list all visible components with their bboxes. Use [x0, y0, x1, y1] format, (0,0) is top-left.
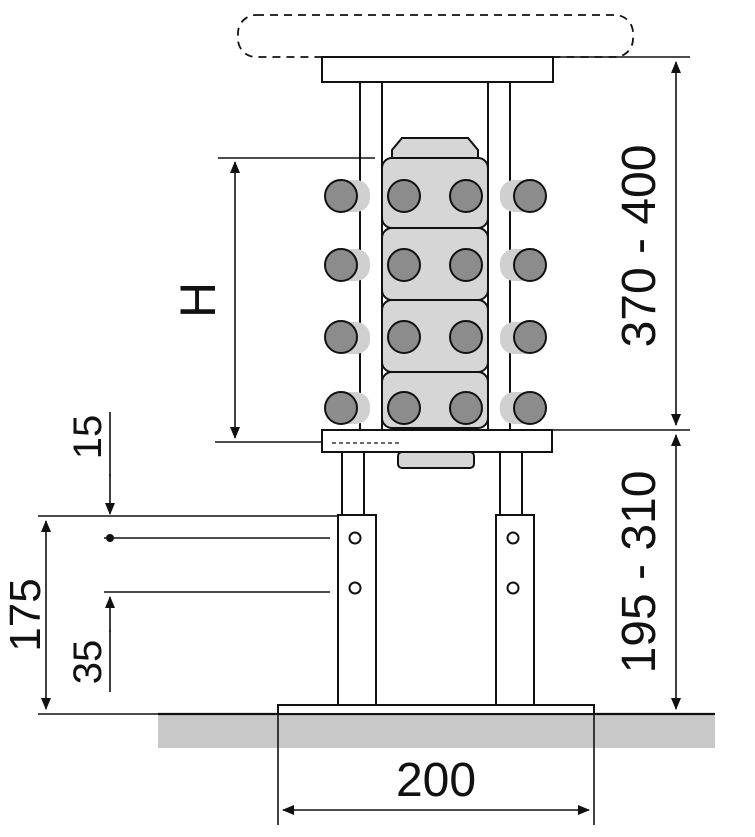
dimension-offset-top [104, 412, 330, 542]
dimension-offset-top-label: 15 [66, 415, 110, 460]
dimension-hole-spacing-label: 35 [66, 640, 110, 685]
dimension-stand-height [38, 515, 338, 715]
pipe-row-3 [324, 320, 547, 354]
lower-inner-rod-right [499, 451, 523, 519]
dimension-hole-spacing [104, 591, 330, 692]
floor-slab [158, 714, 715, 748]
dimension-lower-range [594, 434, 690, 715]
dimension-lower-range-label: 195 - 310 [613, 471, 666, 674]
pipe-row-2 [324, 248, 547, 282]
leg-sleeve-right [495, 514, 535, 706]
base-plate [277, 704, 595, 715]
lower-inner-rod-left [341, 451, 365, 519]
dimension-upper-range [553, 56, 690, 431]
dimension-upper-range-label: 370 - 400 [613, 145, 666, 348]
leg-sleeve-left [337, 514, 377, 706]
leg-holes [348, 531, 520, 595]
pipe-row-4 [324, 391, 547, 425]
middle-bracket [321, 429, 553, 453]
dimension-stand-height-label: 175 [1, 578, 50, 651]
dimension-width-label: 200 [396, 754, 476, 807]
dimension-h [215, 157, 375, 443]
dimension-width [277, 714, 595, 825]
top-bracket [321, 56, 554, 83]
pipe-row-1 [324, 179, 547, 213]
dimension-h-label: H [170, 282, 226, 318]
top-cover-outline [237, 14, 634, 58]
